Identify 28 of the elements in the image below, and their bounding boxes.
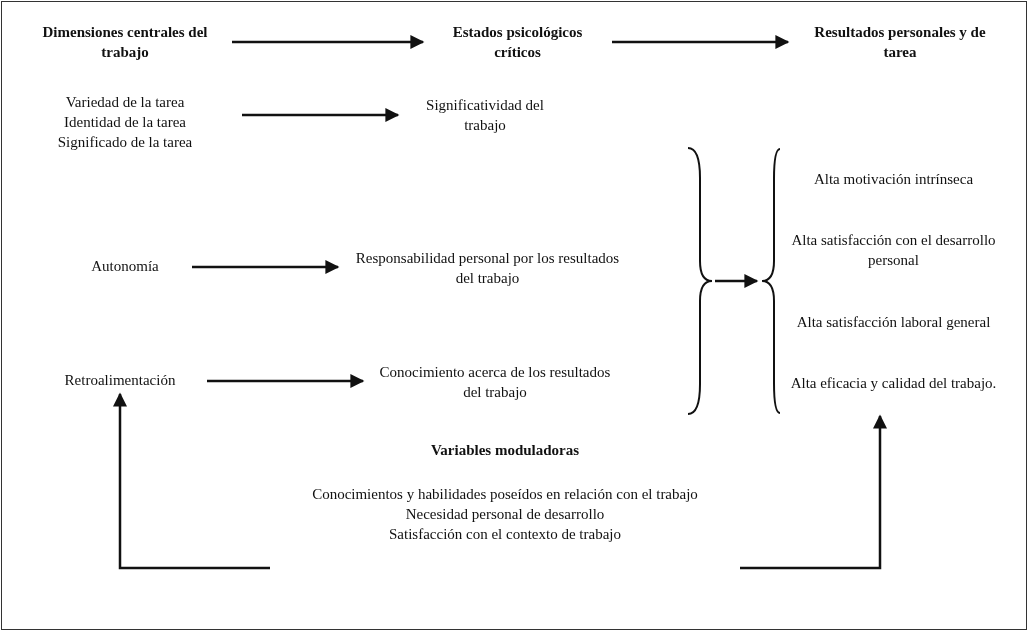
text-label: Necesidad personal de desarrollo	[404, 505, 606, 524]
arrow	[113, 392, 270, 570]
column-heading: Estados psicológicos críticos	[435, 22, 600, 62]
arrow	[715, 274, 759, 288]
text-label: Significatividad del trabajo	[410, 95, 560, 135]
text-label: Alta satisfacción con el desarrollo personal	[790, 231, 997, 271]
text-label: Conocimiento acerca de los resultados del trabajo	[375, 362, 615, 404]
text-label: Autonomía	[70, 256, 180, 278]
column-heading: Dimensiones centrales del trabajo	[30, 22, 220, 62]
column-heading: Resultados personales y de tarea	[800, 22, 1000, 62]
text-label: Responsabilidad personal por los resultados del trabajo	[350, 248, 625, 290]
text-label: Conocimientos y habilidades poseídos en relación con el trabajo	[311, 485, 699, 504]
text-label: Retroalimentación	[45, 370, 195, 392]
arrow	[232, 35, 425, 49]
text-label: Alta satisfacción laboral general	[795, 312, 992, 332]
text-label: Satisfacción con el contexto de trabajo	[388, 525, 622, 544]
text-label: Significado de la tarea	[56, 133, 194, 152]
text-label: Alta motivación intrínseca	[812, 169, 975, 189]
section-heading: Variables moduladoras	[429, 441, 581, 460]
arrow	[740, 414, 887, 570]
arrow	[242, 108, 400, 122]
arrow	[192, 260, 340, 274]
curly-brace	[687, 147, 713, 415]
text-label: Alta eficacia y calidad del trabajo.	[789, 374, 998, 394]
text-label: Variedad de la tarea	[64, 93, 186, 112]
text-label: Identidad de la tarea	[63, 113, 187, 132]
arrow	[612, 35, 790, 49]
arrow	[207, 374, 365, 388]
